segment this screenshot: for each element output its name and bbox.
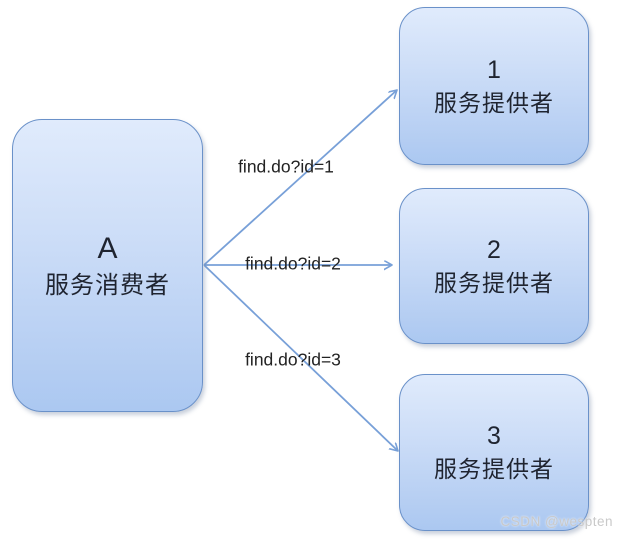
- provider-1-name-label: 服务提供者: [434, 89, 554, 116]
- arrow-to-provider-1-icon: [203, 90, 397, 266]
- provider-node-2: 2 服务提供者: [399, 188, 589, 344]
- provider-1-id-label: 1: [487, 55, 501, 84]
- provider-2-name-label: 服务提供者: [434, 269, 554, 296]
- arrow-to-provider-3-icon: [203, 264, 398, 451]
- csdn-watermark: CSDN @wespten: [500, 514, 613, 529]
- provider-3-id-label: 3: [487, 422, 501, 450]
- edge-label-find-id-2: find.do?id=2: [245, 253, 341, 274]
- provider-3-name-label: 服务提供者: [434, 456, 554, 483]
- consumer-node: A 服务消费者: [12, 119, 203, 412]
- provider-2-id-label: 2: [487, 235, 501, 264]
- provider-node-3: 3 服务提供者: [399, 374, 589, 531]
- edge-label-find-id-3: find.do?id=3: [245, 349, 341, 370]
- consumer-id-label: A: [97, 232, 118, 266]
- provider-node-1: 1 服务提供者: [399, 7, 589, 165]
- consumer-name-label: 服务消费者: [45, 271, 170, 299]
- edge-label-find-id-1: find.do?id=1: [238, 156, 334, 177]
